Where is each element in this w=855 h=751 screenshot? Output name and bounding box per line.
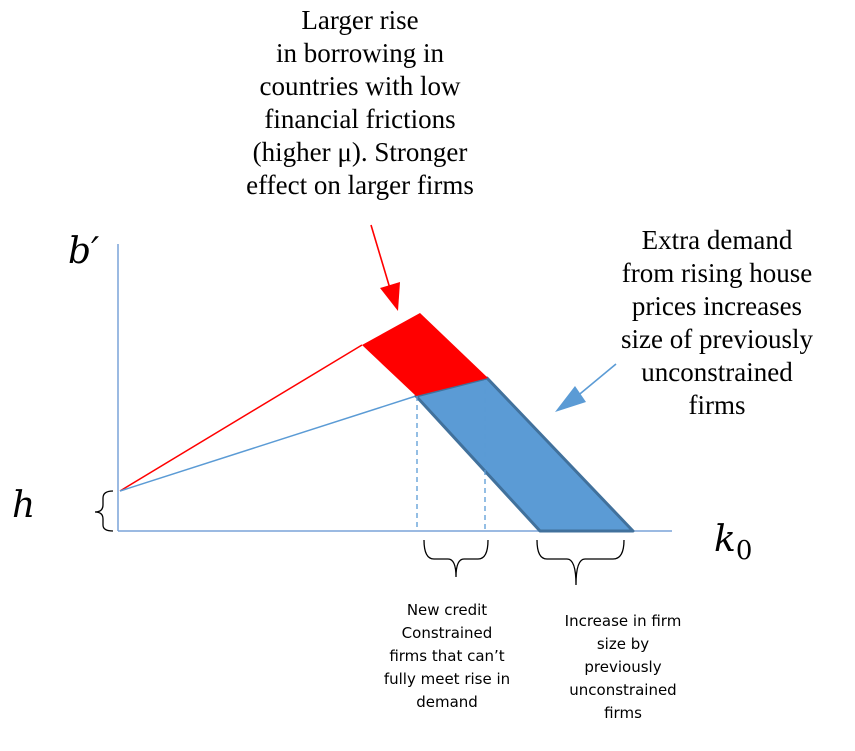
h-label: h bbox=[12, 485, 36, 526]
unconstrained-firms-brace bbox=[536, 539, 625, 586]
blue-arrow-head bbox=[555, 386, 586, 412]
red-region-extra-borrowing bbox=[362, 313, 488, 396]
high-mu-borrowing-line bbox=[119, 344, 363, 492]
red-annotation: Larger rise in borrowing in countries wi… bbox=[246, 5, 474, 200]
constrained-firms-annotation: New credit Constrained firms that can’t … bbox=[383, 601, 511, 711]
x-axis-label-main: k bbox=[714, 519, 736, 560]
unconstrained-firms-annotation: Increase in firm size by previously unco… bbox=[564, 612, 682, 722]
x-axis-label-subscript: 0 bbox=[735, 536, 753, 567]
y-axis-label: b′ bbox=[68, 231, 100, 272]
red-arrow-head bbox=[380, 282, 400, 311]
constrained-firms-brace bbox=[423, 539, 489, 578]
x-axis-label: k0 bbox=[714, 520, 752, 571]
blue-annotation: Extra demand from rising house prices in… bbox=[621, 225, 813, 420]
h-brace bbox=[94, 490, 114, 532]
blue-arrow bbox=[574, 363, 617, 399]
low-mu-borrowing-line bbox=[119, 395, 417, 492]
